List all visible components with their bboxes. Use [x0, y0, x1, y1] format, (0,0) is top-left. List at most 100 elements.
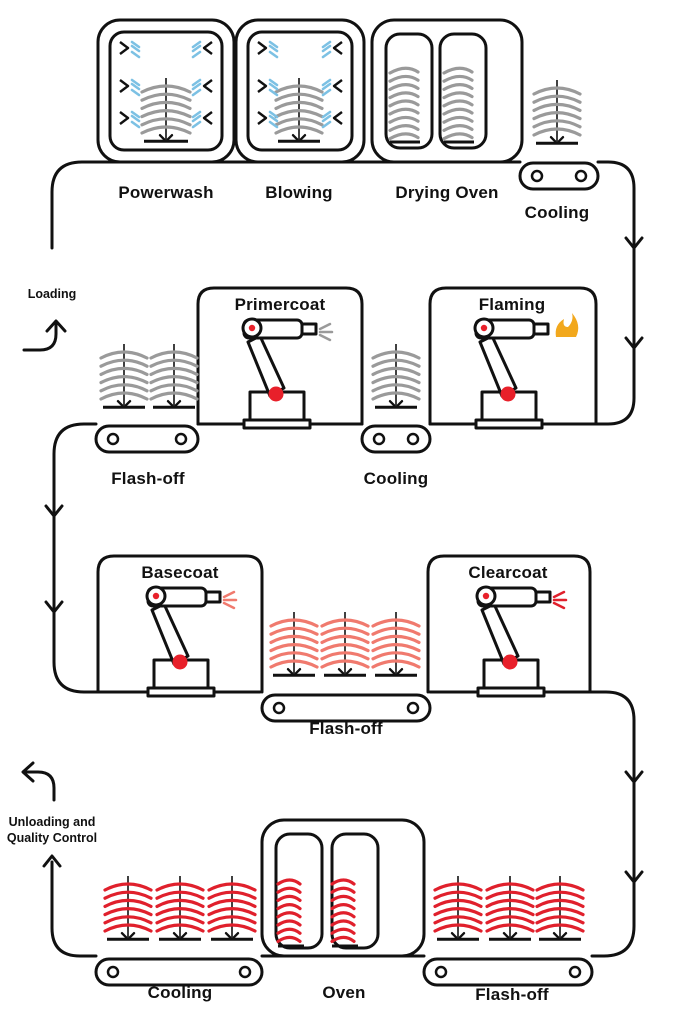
nozzle-head — [332, 41, 343, 55]
water-drop — [130, 88, 141, 97]
part-arc — [371, 643, 421, 653]
part-arc — [485, 898, 535, 908]
part-arc — [532, 86, 582, 96]
part-arc — [269, 618, 319, 628]
part-arc — [269, 659, 319, 669]
robot-joint — [500, 386, 516, 402]
part-arc — [433, 898, 483, 908]
part-arc — [371, 618, 421, 628]
label-cooling-3: Cooling — [148, 983, 213, 1002]
part-arc — [149, 375, 199, 385]
part-arc — [274, 84, 324, 94]
part-arc — [276, 903, 302, 911]
flame-shape — [555, 313, 579, 337]
spray-nozzle-icon — [191, 110, 213, 129]
flow-arrow-icon — [624, 336, 644, 350]
robot-plinth — [476, 686, 546, 698]
conveyor-roller — [238, 965, 252, 979]
robot-elbow-dot — [152, 592, 160, 600]
part-arc — [388, 107, 420, 116]
water-drop — [191, 50, 202, 59]
water-drop — [321, 44, 332, 53]
conveyor-roller — [272, 701, 286, 715]
part-arc — [388, 83, 420, 91]
flow-arrow-icon — [44, 600, 64, 614]
conveyor-roller — [568, 965, 582, 979]
part-arc — [269, 651, 319, 661]
part-arc — [140, 92, 192, 102]
part-arc — [535, 882, 585, 892]
robot-elbow-dot — [482, 592, 490, 600]
nozzle-head — [119, 79, 130, 93]
part-arc — [155, 923, 205, 933]
part-arc — [371, 626, 421, 636]
parts-rack-icon — [103, 876, 153, 941]
powerwash-chamber — [108, 30, 224, 152]
part-arc — [535, 907, 585, 917]
parts-rack-icon — [371, 612, 421, 677]
part-arc — [276, 935, 302, 943]
drying-oven-chamber-left — [384, 32, 434, 150]
conveyor-roller — [106, 432, 120, 446]
robot-wrist — [300, 322, 318, 336]
part-arc — [103, 882, 153, 892]
part-arc — [320, 618, 370, 628]
nozzle-head — [202, 41, 213, 55]
part-arc — [320, 659, 370, 669]
flow-line-row3-right — [428, 690, 636, 958]
robot-wrist — [204, 590, 222, 604]
conveyor-cooling-2 — [360, 424, 432, 454]
conveyor-roller — [574, 169, 588, 183]
water-drop — [191, 44, 202, 53]
part-arc — [103, 923, 153, 933]
robot-plinth — [146, 686, 216, 698]
part-arc — [371, 350, 421, 360]
spray-jet — [318, 322, 332, 331]
basecoat-hood — [96, 554, 264, 694]
conveyor-roller — [434, 965, 448, 979]
part-arc — [207, 890, 257, 900]
clearcoat-hood — [426, 554, 592, 694]
part-arc — [140, 109, 192, 119]
part-arc — [433, 915, 483, 925]
part-arc — [149, 366, 199, 376]
part-arc — [274, 117, 324, 127]
powerwash-enclosure — [96, 18, 236, 164]
nozzle-head — [202, 79, 213, 93]
flow-arrows — [44, 236, 644, 884]
part-arc — [320, 651, 370, 661]
part-arc — [330, 911, 356, 919]
station-labels: Powerwash Blowing Drying Oven Cooling Lo… — [7, 183, 589, 1004]
part-arc — [371, 651, 421, 661]
label-flash-off-1: Flash-off — [111, 469, 185, 488]
nozzle-head — [257, 79, 268, 93]
water-drop — [191, 120, 202, 129]
part-arc — [149, 383, 199, 393]
parts-rack-icon — [485, 876, 535, 941]
part-arc — [485, 907, 535, 917]
water-drop — [268, 120, 279, 129]
water-drop — [130, 50, 141, 59]
part-arc — [535, 898, 585, 908]
conveyor-belt — [94, 424, 200, 454]
nozzle-head — [202, 111, 213, 125]
part-arc — [371, 391, 421, 401]
part-arc — [535, 890, 585, 900]
nozzle-head — [257, 41, 268, 55]
conveyor-flash-off-2 — [260, 693, 432, 723]
parts-rack-icon — [330, 878, 358, 948]
part-arc — [388, 74, 420, 83]
part-arc — [276, 927, 302, 935]
part-arc — [276, 886, 302, 894]
water-drop — [321, 88, 332, 97]
spray-jet — [552, 601, 566, 610]
part-arc — [320, 634, 370, 644]
spray-nozzle-icon — [119, 40, 141, 59]
part-arc — [535, 923, 585, 933]
part-arc — [207, 923, 257, 933]
part-arc — [485, 882, 535, 892]
part-arc — [330, 903, 356, 911]
part-arc — [276, 878, 302, 886]
spray-jet — [552, 590, 566, 599]
